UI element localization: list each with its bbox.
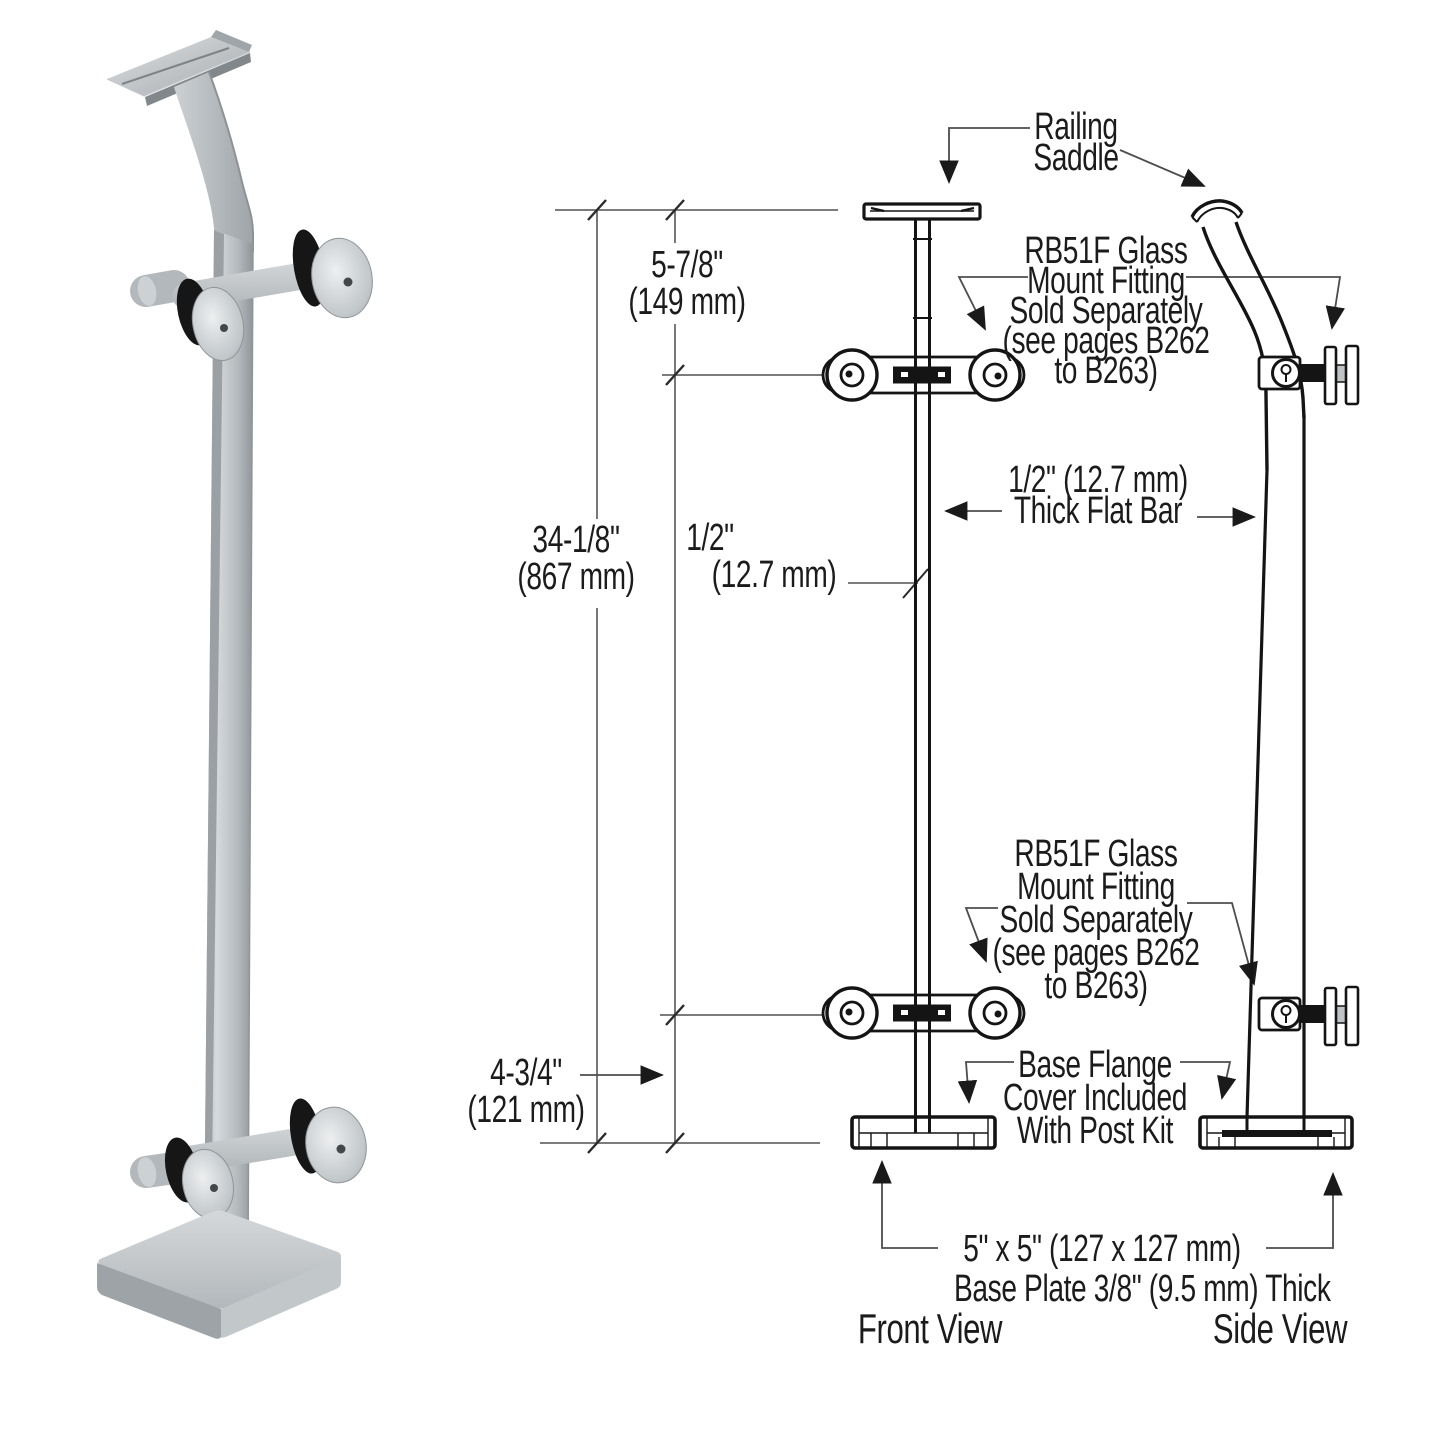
side-view-drawing xyxy=(1190,199,1360,1150)
callout-glass-mount-lower: RB51F Glass Mount Fitting Sold Separatel… xyxy=(992,833,1200,1007)
callout-base-plate: 5" x 5" (127 x 127 mm) Base Plate 3/8" (… xyxy=(954,1228,1331,1310)
dimension-lines xyxy=(540,209,918,1144)
photo-upper-fitting xyxy=(130,229,373,362)
dim-saddle-height: 5-7/8" (149 mm) xyxy=(628,244,746,323)
dim-bar-width-mm: (12.7 mm) xyxy=(711,554,837,596)
dim-bar-width-inch: 1/2" xyxy=(686,517,734,559)
side-view-title: Side View xyxy=(1212,1305,1348,1352)
front-view-title: Front View xyxy=(857,1305,1003,1352)
callout-glass-mount-upper: RB51F Glass Mount Fitting Sold Separatel… xyxy=(1002,230,1210,392)
callout-base-flange: Base Flange Cover Included With Post Kit xyxy=(1003,1044,1187,1152)
front-view-drawing xyxy=(821,202,1026,1150)
product-photo xyxy=(97,30,373,1339)
leader-lines xyxy=(580,127,1345,1249)
callout-railing-saddle: Railing Saddle xyxy=(1033,106,1119,179)
dim-base-offset: 4-3/4" (121 mm) xyxy=(467,1052,585,1131)
photo-base-plate xyxy=(97,1210,341,1339)
callout-flat-bar: 1/2" (12.7 mm) Thick Flat Bar xyxy=(1008,459,1188,532)
dimension-ticks xyxy=(587,199,929,1154)
photo-lower-fitting xyxy=(130,1098,367,1220)
